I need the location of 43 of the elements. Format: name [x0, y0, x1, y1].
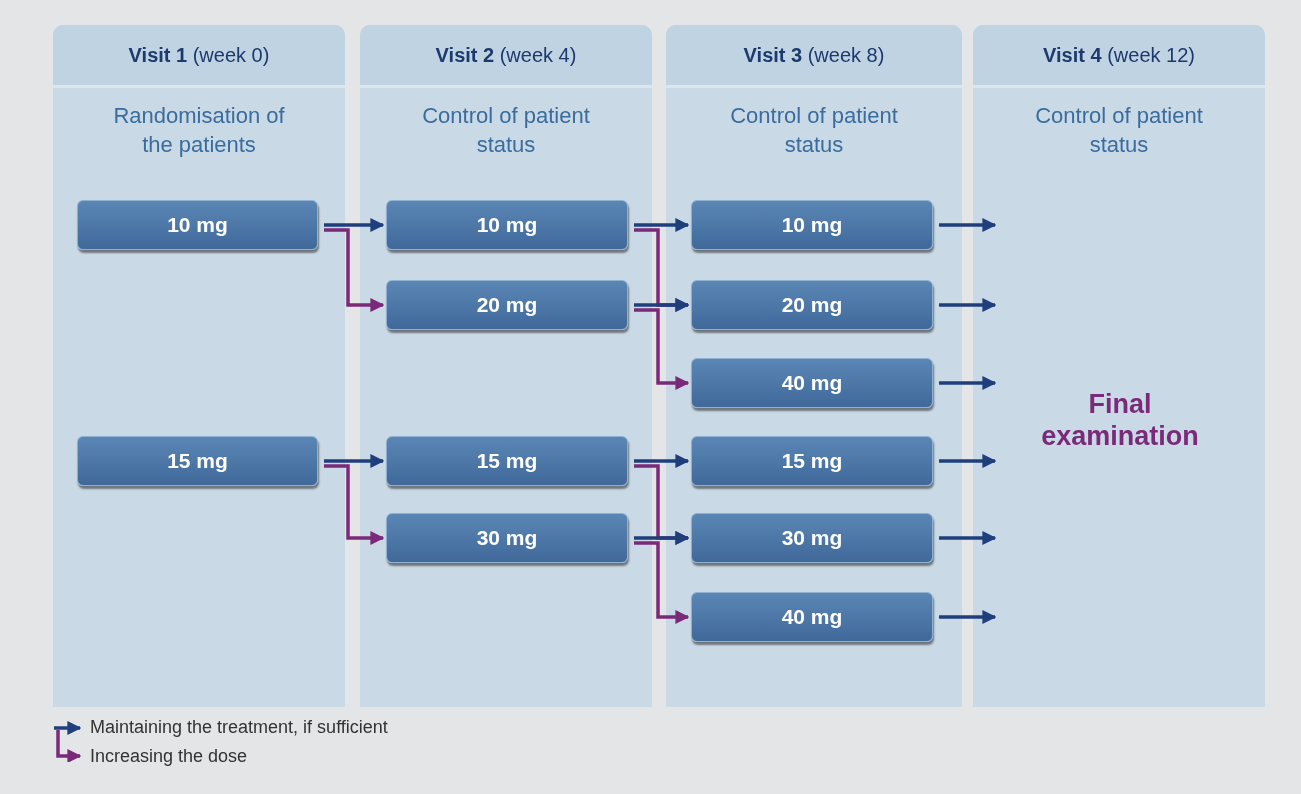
legend-text: Maintaining the treatment, if sufficient — [90, 717, 388, 738]
column-subtitle: Control of patient status — [421, 102, 591, 159]
arrow — [939, 298, 997, 312]
arrow — [939, 218, 997, 232]
dose-box: 40 mg — [691, 358, 933, 408]
dose-box: 30 mg — [691, 513, 933, 563]
arrow — [634, 218, 690, 232]
column-heading: Visit 1 (week 0) — [53, 25, 345, 88]
column-subtitle: Control of patient status — [729, 102, 899, 159]
arrow — [939, 454, 997, 468]
arrow — [634, 531, 690, 545]
dose-box: 15 mg — [77, 436, 318, 486]
arrow — [939, 376, 997, 390]
visit-column — [973, 25, 1265, 707]
arrow — [634, 308, 690, 390]
dose-box: 20 mg — [691, 280, 933, 330]
dose-box: 10 mg — [77, 200, 318, 250]
visit-column — [666, 25, 962, 707]
visit-column — [53, 25, 345, 707]
final-examination-label: Final examination — [1010, 380, 1230, 460]
legend-text: Increasing the dose — [90, 746, 248, 767]
dose-box: 15 mg — [691, 436, 933, 486]
column-subtitle: Randomisation of the patients — [112, 102, 286, 159]
dose-box: 10 mg — [386, 200, 628, 250]
column-heading: Visit 3 (week 8) — [666, 25, 962, 88]
column-subtitle: Control of patient status — [1034, 102, 1204, 159]
visit-column — [360, 25, 652, 707]
arrow — [939, 531, 997, 545]
arrow — [324, 464, 385, 545]
arrow — [634, 541, 690, 624]
column-heading: Visit 4 (week 12) — [973, 25, 1265, 88]
dose-box: 20 mg — [386, 280, 628, 330]
arrow — [324, 454, 385, 468]
arrow — [324, 218, 385, 232]
column-heading: Visit 2 (week 4) — [360, 25, 652, 88]
arrow — [634, 454, 690, 468]
dose-box: 30 mg — [386, 513, 628, 563]
dose-box: 15 mg — [386, 436, 628, 486]
arrow — [634, 298, 690, 312]
dose-box: 10 mg — [691, 200, 933, 250]
dose-box: 40 mg — [691, 592, 933, 642]
arrow — [939, 610, 997, 624]
arrow — [324, 228, 385, 312]
